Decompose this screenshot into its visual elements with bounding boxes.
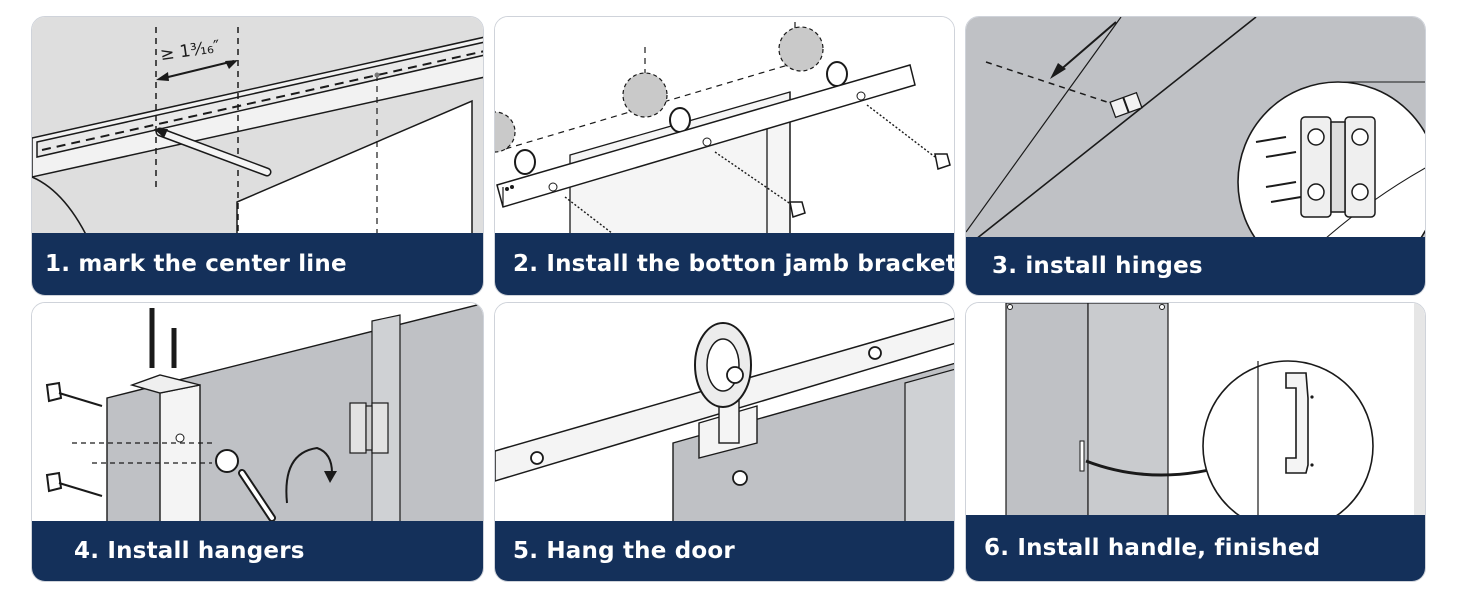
step-banner-1: 1. mark the center line: [32, 233, 483, 295]
step-panel-3: 3. install hinges: [965, 16, 1426, 296]
step-panel-2: 2. Install the botton jamb bracket: [494, 16, 955, 296]
hang-door-illustration: [495, 303, 954, 581]
step-banner-4: 4. Install hangers: [32, 521, 483, 581]
step-banner-2: 2. Install the botton jamb bracket: [495, 233, 954, 295]
step-label-4: 4. Install hangers: [74, 538, 305, 564]
step-panel-6: 6. Install handle, finished: [965, 302, 1426, 582]
step-banner-5: 5. Hang the door: [495, 521, 954, 581]
step-label-2: 2. Install the botton jamb bracket: [513, 251, 955, 277]
step-panel-5: 5. Hang the door: [494, 302, 955, 582]
step-panel-1: ≥ 1³⁄₁₆″ 1. mark the center line: [31, 16, 484, 296]
step-banner-6: 6. Install handle, finished: [966, 515, 1425, 581]
step-panel-4: 4. Install hangers: [31, 302, 484, 582]
step-label-3: 3. install hinges: [992, 253, 1203, 279]
step-banner-3: 3. install hinges: [966, 237, 1425, 295]
step-label-1: 1. mark the center line: [45, 251, 347, 277]
step-label-5: 5. Hang the door: [513, 538, 735, 564]
step-label-6: 6. Install handle, finished: [984, 535, 1321, 561]
